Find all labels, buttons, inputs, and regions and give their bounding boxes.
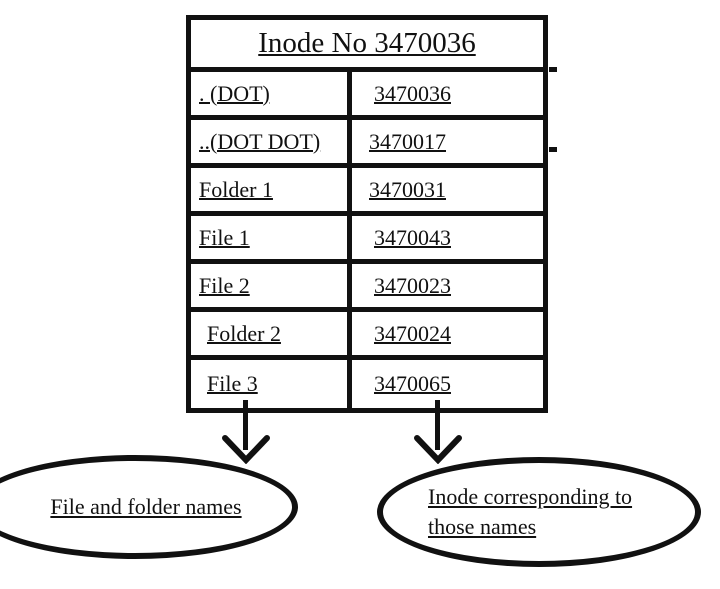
entry-inode-value: 3470023 — [374, 272, 451, 298]
entry-name-label: File 2 — [199, 272, 250, 298]
entry-inode-value: 3470031 — [369, 176, 446, 202]
entry-inode-cell: 3470031 — [352, 168, 543, 211]
entry-name-label: File 1 — [199, 224, 250, 250]
arrow-stem — [243, 400, 248, 450]
table-title-row: Inode No 3470036 — [191, 20, 543, 72]
arrow-head-icon — [222, 435, 270, 464]
entry-name-label: File 3 — [207, 371, 258, 396]
entry-name-cell: File 3 — [191, 360, 352, 408]
callout-text: Inode corresponding to those names — [383, 482, 632, 541]
arrow-head-icon — [414, 435, 462, 464]
table-row: Folder 1 3470031 — [191, 168, 543, 216]
entry-inode-cell: 3470024 — [352, 312, 543, 355]
entry-name-cell: Folder 2 — [191, 312, 352, 355]
entry-inode-cell: 3470043 — [352, 216, 543, 259]
border-nub-icon — [549, 67, 557, 72]
entry-inode-value: 3470065 — [374, 371, 451, 396]
entry-inode-value: 3470024 — [374, 320, 451, 346]
entry-inode-cell: 3470036 — [352, 72, 543, 115]
entry-name-label: Folder 2 — [207, 320, 281, 346]
callout-line: File and folder names — [50, 494, 242, 520]
entry-inode-cell: 3470017 — [352, 120, 543, 163]
entry-inode-value: 3470043 — [374, 224, 451, 250]
table-row: Folder 2 3470024 — [191, 312, 543, 360]
table-row: File 1 3470043 — [191, 216, 543, 264]
arrow-to-inode-callout — [414, 400, 462, 464]
entry-name-label: Folder 1 — [199, 176, 273, 202]
entry-name-cell: Folder 1 — [191, 168, 352, 211]
table-row: ..(DOT DOT) 3470017 — [191, 120, 543, 168]
entry-name-cell: File 2 — [191, 264, 352, 307]
entry-inode-cell: 3470023 — [352, 264, 543, 307]
callout-inode-corresponding: Inode corresponding to those names — [377, 457, 701, 567]
table-title: Inode No 3470036 — [258, 27, 476, 59]
table-row: File 3 3470065 — [191, 360, 543, 408]
entry-inode-cell: 3470065 — [352, 360, 543, 408]
entry-inode-value: 3470017 — [369, 128, 446, 154]
callout-text: File and folder names — [28, 492, 241, 522]
callout-line-1: Inode corresponding to — [428, 484, 633, 510]
table-row: . (DOT) 3470036 — [191, 72, 543, 120]
callout-file-and-folder-names: File and folder names — [0, 455, 298, 559]
callout-line-2: those names — [428, 514, 537, 539]
entry-name-cell: ..(DOT DOT) — [191, 120, 352, 163]
arrow-stem — [435, 400, 440, 450]
entry-name-label: ..(DOT DOT) — [191, 130, 321, 153]
entry-name-cell: File 1 — [191, 216, 352, 259]
inode-directory-table: Inode No 3470036 . (DOT) 3470036 ..(DOT … — [186, 15, 548, 413]
entry-name-label: . (DOT) — [199, 80, 270, 106]
entry-inode-value: 3470036 — [374, 80, 451, 106]
table-row: File 2 3470023 — [191, 264, 543, 312]
border-nub-icon — [549, 147, 557, 152]
arrow-to-names-callout — [222, 400, 270, 464]
entry-name-cell: . (DOT) — [191, 72, 352, 115]
